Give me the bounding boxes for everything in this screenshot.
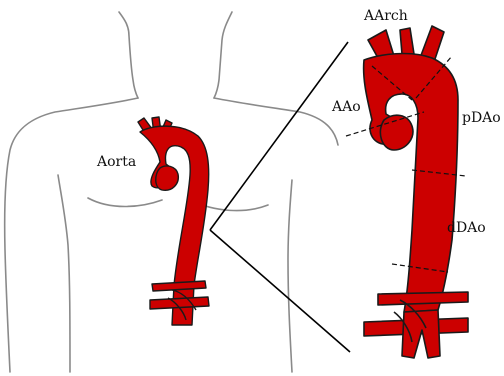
- aarch-label: AArch: [363, 8, 408, 24]
- ddao-label: dDAo: [447, 220, 486, 236]
- large-aorta: [364, 26, 468, 358]
- aorta-label: Aorta: [96, 154, 136, 170]
- zoom-lines: [210, 42, 350, 352]
- torso-outline: [5, 12, 338, 372]
- pdao-label: pDAo: [462, 110, 501, 126]
- small-aorta: [138, 117, 209, 325]
- aao-label: AAo: [331, 99, 361, 115]
